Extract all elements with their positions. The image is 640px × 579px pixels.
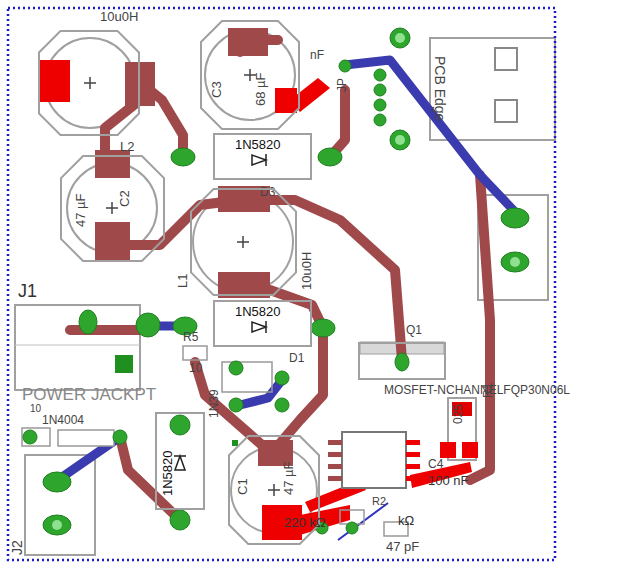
component-label: 10u0H (100, 10, 138, 23)
component-label: J1 (18, 282, 37, 300)
component-label: C2 (118, 190, 131, 207)
component-label: 220 kΩ (284, 516, 326, 529)
component-label: J2 (10, 540, 24, 555)
component-label: C1 (236, 478, 249, 495)
component-label: 1N4004 (42, 414, 84, 426)
component-label: 1N39 (208, 389, 220, 418)
component-label: 47 µF (74, 193, 87, 227)
component-label: PCB Edge (433, 56, 447, 121)
component-outline (61, 156, 164, 261)
component-outline (201, 21, 299, 129)
component-outline (191, 189, 296, 295)
component-label: R1 (482, 383, 494, 398)
diode-footprint: 1N5820 (155, 412, 205, 510)
component-outline (39, 31, 139, 135)
component-label: 10u0H (300, 252, 313, 290)
diode-footprint: Q1MOSFET-NCHANNELFQP30N06L (358, 342, 446, 380)
component-label: 10 (189, 362, 202, 374)
component-label: POWER JACKPT (22, 386, 156, 403)
component-footprint: C3 68 µF (200, 20, 300, 130)
component-outline (38, 30, 140, 136)
component-label: C4 (428, 458, 443, 470)
component-label: L1 (176, 274, 189, 288)
component-outline (190, 188, 297, 296)
component-label: 47 µF (282, 461, 295, 495)
component-footprint: 10u0HL2 (38, 30, 140, 136)
component-label: C3 (210, 81, 223, 98)
component-label: L2 (120, 140, 134, 153)
component-label: 1N5820 (235, 138, 281, 151)
diode-footprint: 1N5820D3 (213, 133, 312, 180)
diode-footprint: 1N5820D1 (213, 300, 312, 347)
component-label: R5 (183, 331, 198, 343)
component-label: 10 (30, 404, 41, 414)
component-label: R2 (372, 496, 386, 507)
component-footprint: 47 µF C2 (60, 155, 165, 262)
component-label: MOSFET-NCHANNELFQP30N06L (384, 384, 570, 396)
component-label: D3 (260, 186, 275, 198)
component-footprint: L110u0H (190, 188, 297, 296)
component-label: Q1 (406, 324, 422, 336)
component-label: D1 (289, 352, 304, 364)
component-label: kΩ (398, 514, 414, 527)
component-label: JP (336, 78, 348, 92)
component-label: 1N5820 (161, 450, 174, 496)
component-label: nF (310, 49, 324, 61)
component-label: 1N5820 (235, 305, 281, 318)
component-outline (200, 20, 300, 130)
component-label: 47 pF (386, 540, 419, 553)
component-label: 100 nF (428, 474, 468, 487)
component-label: 68 µF (254, 72, 267, 106)
component-label: 025 (452, 404, 464, 424)
